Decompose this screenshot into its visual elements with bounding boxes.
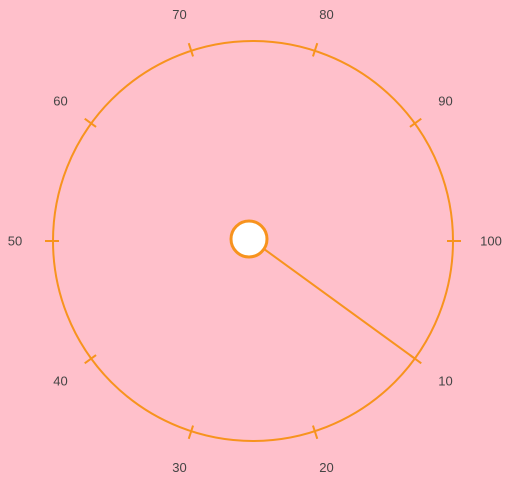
tick-label-90: 90 [438,94,452,109]
tick-mark-60 [84,117,97,128]
tick-mark-20 [311,425,319,440]
tick-label-60: 60 [53,94,67,109]
tick-labels-group: 10 20 30 40 50 60 70 80 90 100 [8,7,502,475]
ticks-group [45,42,461,440]
tick-mark-70 [187,42,195,57]
tick-mark-40 [84,354,97,365]
tick-label-30: 30 [172,460,186,475]
tick-mark-90 [409,117,422,128]
tick-mark-80 [311,42,319,57]
tick-label-50: 50 [8,234,22,249]
dial-needle[interactable] [252,240,416,360]
tick-label-20: 20 [319,460,333,475]
tick-label-70: 70 [172,7,186,22]
tick-label-80: 80 [319,7,333,22]
tick-mark-30 [187,425,195,440]
tick-label-100: 100 [480,234,502,249]
dial-center-knob[interactable] [229,219,269,259]
tick-label-40: 40 [53,373,67,388]
tick-label-10: 10 [438,373,452,388]
